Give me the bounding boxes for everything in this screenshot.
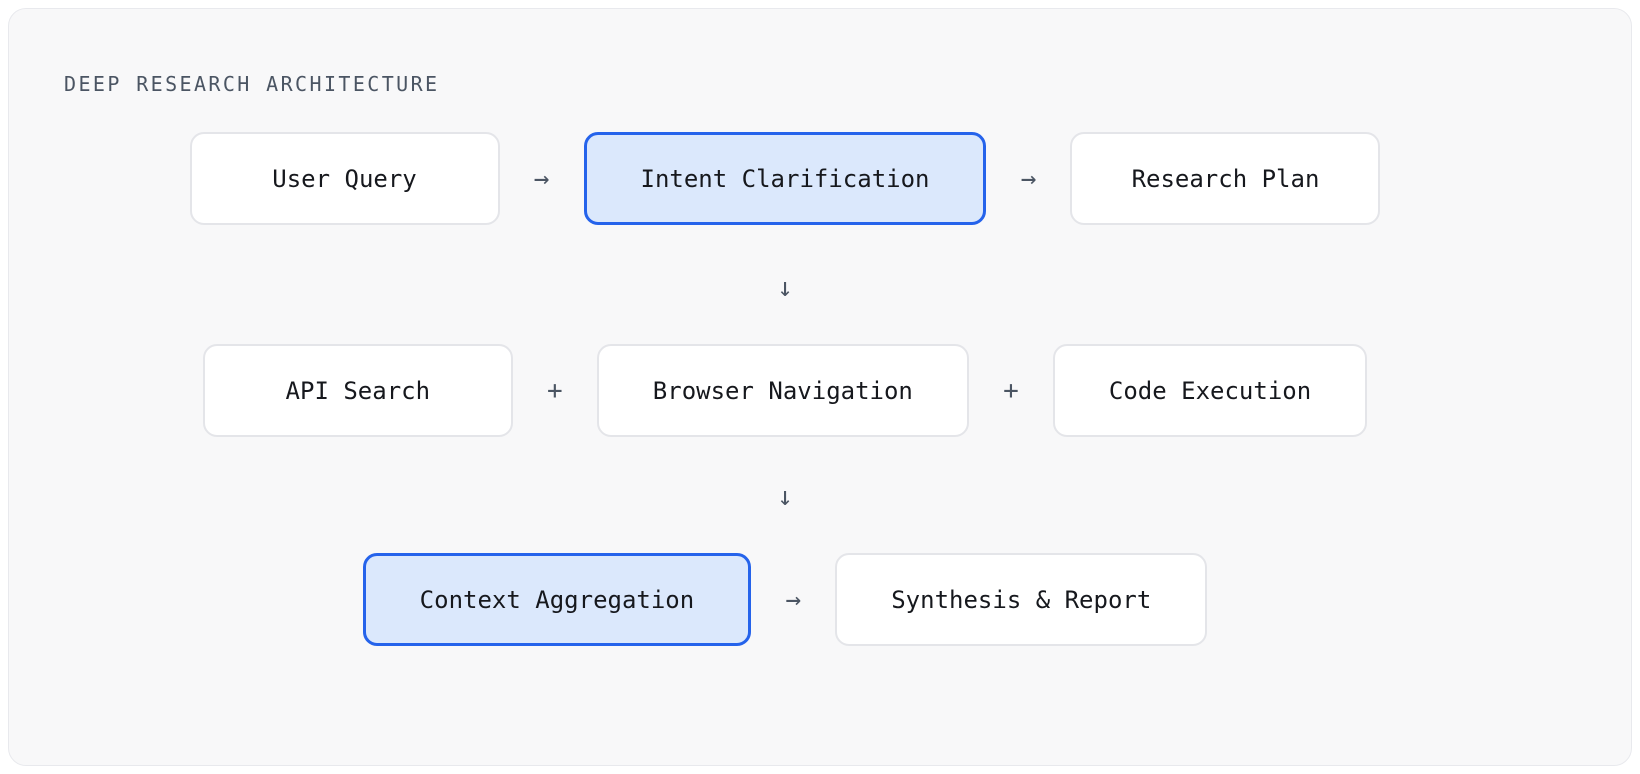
node-api-search: API Search (202, 344, 513, 437)
down-arrow-icon: ↓ (777, 482, 793, 512)
architecture-panel: DEEP RESEARCH ARCHITECTURE User Query → … (8, 8, 1632, 766)
node-browser-navigation: Browser Navigation (596, 344, 969, 437)
node-context-aggregation: Context Aggregation (362, 553, 752, 646)
node-intent-clarification: Intent Clarification (583, 132, 987, 225)
diagram-title: DEEP RESEARCH ARCHITECTURE (64, 72, 440, 96)
flow-diagram: User Query → Intent Clarification → Rese… (9, 132, 1561, 646)
down-arrow-icon: ↓ (777, 273, 793, 303)
plus-icon: + (546, 375, 563, 406)
flow-row-bottom: Context Aggregation → Synthesis & Report (9, 553, 1561, 646)
flow-row-middle: API Search + Browser Navigation + Code E… (9, 344, 1561, 437)
node-synthesis-report: Synthesis & Report (835, 553, 1208, 646)
flow-row-top: User Query → Intent Clarification → Rese… (9, 132, 1561, 225)
right-arrow-icon: → (533, 163, 550, 194)
node-user-query: User Query (189, 132, 500, 225)
node-research-plan: Research Plan (1070, 132, 1381, 225)
node-code-execution: Code Execution (1052, 344, 1368, 437)
plus-icon: + (1003, 375, 1019, 406)
right-arrow-icon: → (785, 584, 802, 615)
right-arrow-icon: → (1020, 163, 1037, 194)
